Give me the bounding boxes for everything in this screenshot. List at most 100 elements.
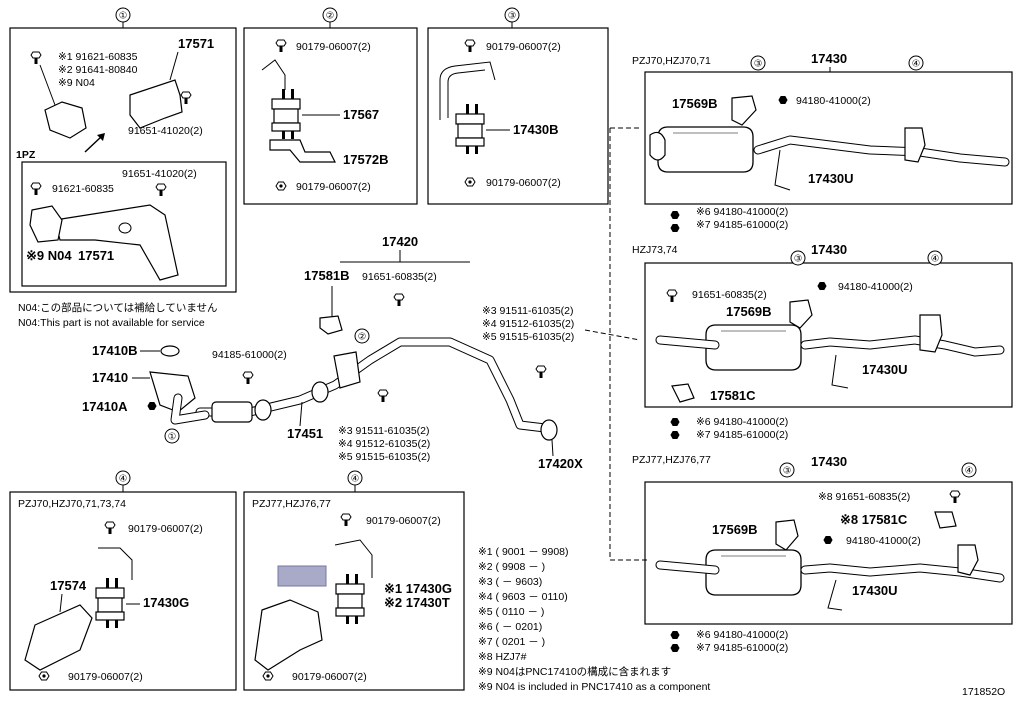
panel-3-frame <box>427 27 609 205</box>
legend-3: ※4 ( 9603 － 0110) <box>478 591 568 603</box>
bolt-icon <box>340 513 352 527</box>
c-nut: 94185-61000(2) <box>212 349 287 361</box>
clamp-17420x-shape <box>540 419 558 441</box>
p2-top: 90179-06007(2) <box>296 41 371 53</box>
bracket-17572b-shape <box>269 139 336 163</box>
callout-1-center: ① <box>168 432 177 443</box>
p4a-bottom: 90179-06007(2) <box>68 671 143 683</box>
r3-ref7: ※7 94185-61000(2) <box>696 642 788 654</box>
r1-hanger: 17569B <box>672 96 718 111</box>
c-gasket-b: 17410B <box>92 343 138 358</box>
r2-title: HZJ73,74 <box>632 244 678 256</box>
bracket-17571-shape <box>129 79 183 129</box>
bolt-icon <box>377 389 389 403</box>
bracket-shape <box>333 351 361 389</box>
rubber-mount-17567 <box>271 88 301 140</box>
hanger-17569b-shape <box>731 95 757 126</box>
bolt-icon <box>104 521 116 535</box>
r3-tail: 17430U <box>852 583 898 598</box>
panel-4b-callout-number: ④ <box>351 474 360 485</box>
r1-title: PZJ70,HZJ70,71 <box>632 55 711 67</box>
c-ring: 17451 <box>287 426 323 441</box>
r3-hanger-c: ※8 17581C <box>840 512 908 527</box>
hanger-17581b-shape <box>319 315 343 335</box>
p3-bottom: 90179-06007(2) <box>486 177 561 189</box>
c-bolt: 91651-60835(2) <box>362 271 437 283</box>
right-panel-1: PZJ70,HZJ70,71 17430 ③ ④ 17569B 94180-41… <box>632 51 1013 232</box>
rubber-mount-17430g <box>95 577 125 629</box>
r3-title: PZJ77,HZJ76,77 <box>632 454 711 466</box>
p4b-mount1: ※1 17430G <box>384 581 452 596</box>
panel-3-callout-number: ③ <box>508 11 517 22</box>
muffler-shape <box>705 549 802 596</box>
r3-bolt: ※8 91651-60835(2) <box>818 491 910 503</box>
p1-sub-label: 17571 <box>78 248 114 263</box>
c-clamp: 17420X <box>538 456 583 471</box>
panel-2-frame <box>243 27 418 205</box>
p2-bottom: 90179-06007(2) <box>296 181 371 193</box>
p1-sub-title: 1PZ <box>16 149 36 161</box>
c-flange: 17410 <box>92 370 128 385</box>
bolt-icon <box>464 39 476 53</box>
r2-callout-3: ③ <box>794 254 803 265</box>
r3-frame <box>644 481 1013 625</box>
nut-icon <box>262 671 274 681</box>
c-bolts-right-0: ※3 91511-61035(2) <box>482 305 574 317</box>
bracket-r1-shape <box>904 127 926 163</box>
c-hanger: 17581B <box>304 268 350 283</box>
p1-sub-bolt-top: 91651-41020(2) <box>122 168 197 180</box>
r2-callout-4: ④ <box>931 254 940 265</box>
nut-icon <box>778 96 788 104</box>
p4a-mount: 17430G <box>143 595 189 610</box>
center-assembly: 17420 17581B 91651-60835(2) ② 17410B 174… <box>82 234 583 471</box>
panel-4a-callout-number: ④ <box>119 474 128 485</box>
bolt-icon <box>30 182 42 196</box>
panel-4a: ④ PZJ70,HZJ70,71,73,74 90179-06007(2) 17… <box>9 470 237 691</box>
nut-icon <box>670 631 680 639</box>
c-bolts-right-2: ※5 91515-61035(2) <box>482 331 574 343</box>
r2-bolt: 91651-60835(2) <box>692 289 767 301</box>
p1-label-17571: 17571 <box>178 36 214 51</box>
c-bolts-mid-0: ※3 91511-61035(2) <box>338 425 430 437</box>
r3-nut: 94180-41000(2) <box>846 535 921 547</box>
r1-muffler: 17430 <box>811 51 847 66</box>
nut-icon <box>670 644 680 652</box>
c-bolts-mid-2: ※5 91515-61035(2) <box>338 451 430 463</box>
r2-frame <box>644 262 1013 408</box>
p1-sub-ref: ※9 N04 <box>26 248 72 263</box>
bolt-icon <box>949 490 961 504</box>
bolt-icon <box>393 293 405 307</box>
p2-mount: 17567 <box>343 107 379 122</box>
nut-icon <box>823 536 833 544</box>
p1-ref9: ※9 N04 <box>58 77 95 89</box>
r1-frame <box>644 71 1013 205</box>
p1-ref1: ※1 91621-60835 <box>58 51 138 63</box>
p1-sub-frame <box>21 161 227 287</box>
diagram-id: 171852O <box>962 686 1005 698</box>
p3-mount: 17430B <box>513 122 559 137</box>
legend-0: ※1 ( 9001 － 9908) <box>478 546 569 558</box>
nut-icon <box>464 177 476 187</box>
p4b-title: PZJ77,HZJ76,77 <box>252 498 331 510</box>
r1-ref7: ※7 94185-61000(2) <box>696 219 788 231</box>
heat-shield-17574-shape <box>24 604 93 671</box>
r3-callout-3: ③ <box>783 466 792 477</box>
nut-icon <box>670 211 680 219</box>
nut-icon <box>670 418 680 426</box>
p1-ref2: ※2 91641-80840 <box>58 64 138 76</box>
r2-hanger: 17569B <box>726 304 772 319</box>
gasket-n04-shape <box>44 101 87 139</box>
bracket-1pz-shape <box>54 204 179 281</box>
flange-17410-shape <box>149 371 196 413</box>
p2-bracket: 17572B <box>343 152 389 167</box>
legend-2: ※3 ( － 9603) <box>478 576 542 588</box>
bolt-icon <box>666 289 678 303</box>
r1-nut: 94180-41000(2) <box>796 95 871 107</box>
rubber-mount-17430g-t <box>335 573 365 625</box>
legend-9: ※9 N04 is included in PNC17410 as a comp… <box>478 681 710 693</box>
p1-bolt: 91651-41020(2) <box>128 125 203 137</box>
panel-1-callout-number: ① <box>119 11 128 22</box>
nut-icon <box>275 181 287 191</box>
nut-icon <box>147 402 157 410</box>
